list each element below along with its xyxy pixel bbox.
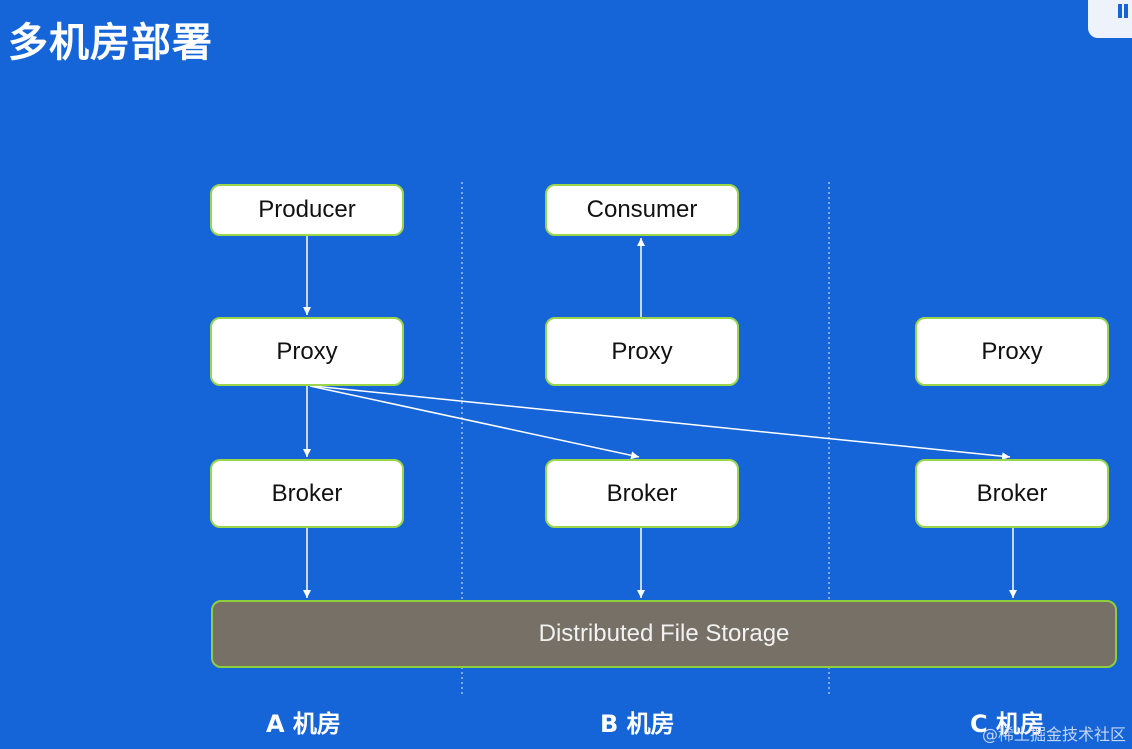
- page-title: 多机房部署: [8, 20, 213, 66]
- arrow-proxy-to-broker-c: [312, 385, 1011, 461]
- pause-icon: [1118, 4, 1122, 18]
- broker-node-c: Broker: [915, 459, 1109, 528]
- corner-tab: [1088, 0, 1132, 38]
- broker-node-b: Broker: [545, 459, 739, 528]
- proxy-node-b: Proxy: [545, 317, 739, 386]
- proxy-node-c: Proxy: [915, 317, 1109, 386]
- consumer-node: Consumer: [545, 184, 739, 236]
- room-label-a: A 机房: [266, 710, 341, 738]
- distributed-file-storage: Distributed File Storage: [211, 600, 1117, 668]
- watermark: @稀土掘金技术社区: [981, 725, 1126, 744]
- broker-node-a: Broker: [210, 459, 404, 528]
- arrow-proxy-to-broker-b: [309, 385, 640, 460]
- room-label-b: B 机房: [600, 710, 675, 738]
- room-label-c: C 机房: [970, 710, 1044, 738]
- proxy-node-a: Proxy: [210, 317, 404, 386]
- producer-node: Producer: [210, 184, 404, 236]
